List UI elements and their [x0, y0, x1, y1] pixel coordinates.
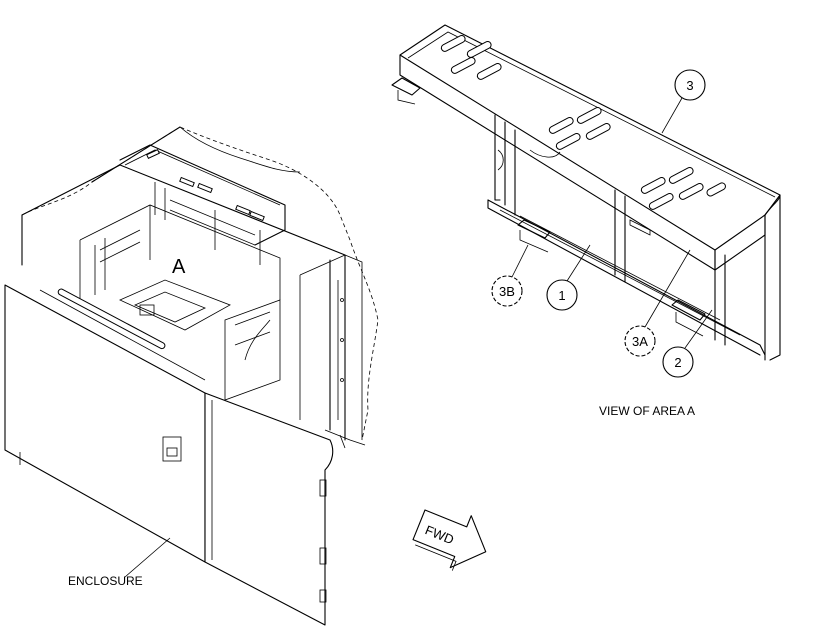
- fwd-arrow: FWD: [412, 509, 487, 571]
- callout-3a-circle: [624, 325, 656, 357]
- callout-3b-circle: [491, 275, 523, 307]
- callout-3-circle: [674, 69, 706, 101]
- callout-2-label: 2: [674, 355, 681, 370]
- callout-3-label: 3: [686, 78, 693, 93]
- callout-3b-label: 3B: [499, 284, 515, 299]
- area-a-marker: A: [172, 256, 186, 278]
- tray-slots: [440, 34, 726, 210]
- callout-1-circle: [546, 279, 578, 311]
- enclosure-label: ENCLOSURE: [68, 574, 143, 588]
- view-caption: VIEW OF AREA A: [599, 404, 695, 418]
- callout-2-circle: [662, 346, 694, 378]
- callout-3a-label: 3A: [632, 334, 648, 349]
- enclosure-assembly: A ENCLOSURE: [4, 126, 379, 626]
- callout-1-label: 1: [558, 288, 565, 303]
- area-a-detail: 3 3B 1 3A 2 VIEW OF AREA A: [391, 24, 781, 418]
